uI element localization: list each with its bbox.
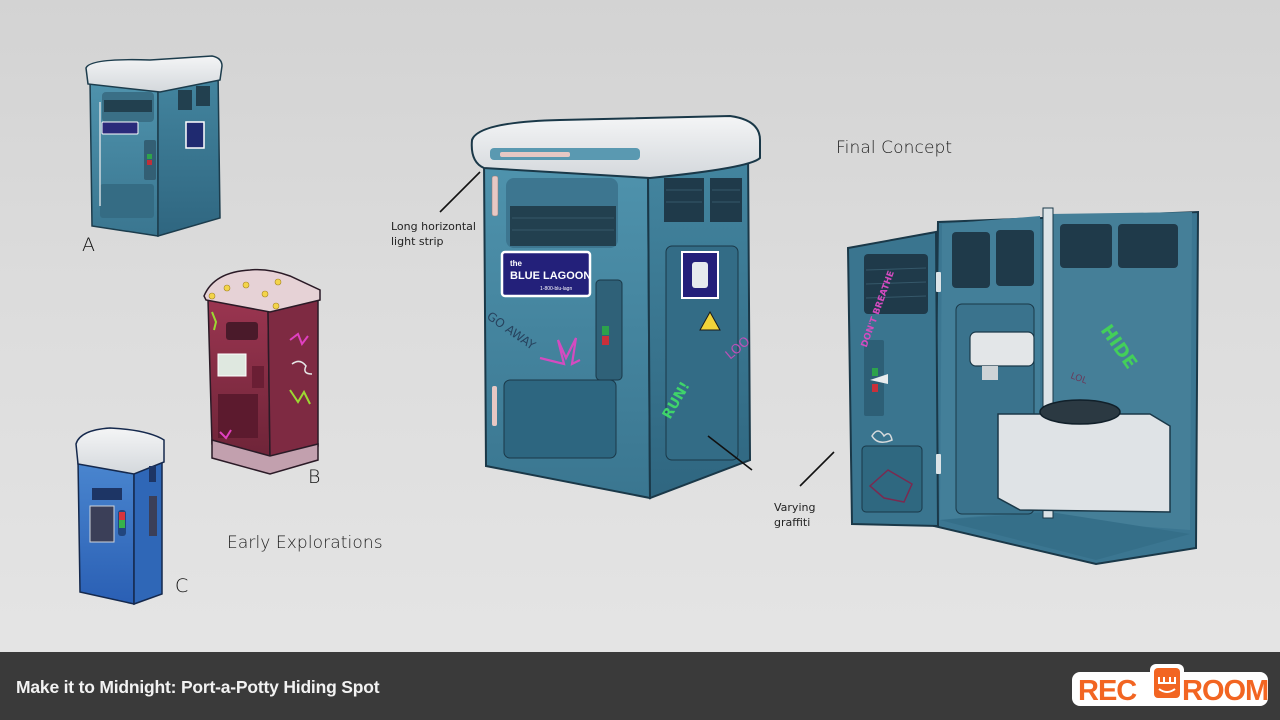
rec-room-logo: REC ROOM bbox=[1072, 664, 1268, 707]
final-open-unit-illustration: HIDE LOL DON'T BREATHE bbox=[846, 207, 1200, 566]
brand-sign-small: the bbox=[510, 259, 523, 268]
annotation-line-light-strip bbox=[439, 171, 481, 213]
annotation-light-strip: Long horizontal light strip bbox=[391, 219, 476, 249]
brand-sign-name: BLUE LAGOON bbox=[510, 270, 591, 282]
variant-a-illustration bbox=[85, 55, 223, 237]
slide-title: Make it to Midnight: Port-a-Potty Hiding… bbox=[16, 677, 380, 697]
variant-c-label: C bbox=[175, 575, 189, 597]
logo-text-rec: REC bbox=[1078, 675, 1137, 707]
annotation-line-2: graffiti bbox=[774, 516, 811, 529]
brand-sign-phone: 1-800-blu-lagn bbox=[540, 286, 572, 292]
variant-b-label: B bbox=[308, 466, 321, 488]
annotation-line-graffiti-right bbox=[799, 451, 835, 487]
annotation-line-2: light strip bbox=[391, 235, 444, 248]
concept-illustrations: the BLUE LAGOON 1-800-blu-lagn GO AWAY R… bbox=[75, 55, 1200, 606]
variant-c-illustration bbox=[75, 427, 165, 606]
annotation-line-1: Varying bbox=[774, 501, 816, 514]
annotation-varying-graffiti: Varying graffiti bbox=[774, 500, 815, 530]
variant-b-illustration bbox=[203, 268, 321, 475]
footer-bar: Make it to Midnight: Port-a-Potty Hiding… bbox=[0, 652, 1280, 720]
variant-a-label: A bbox=[82, 234, 95, 256]
early-explorations-title: Early Explorations bbox=[227, 533, 383, 553]
final-concept-title: Final Concept bbox=[836, 138, 953, 158]
annotation-line-graffiti-left bbox=[707, 435, 753, 471]
final-closed-unit-illustration: the BLUE LAGOON 1-800-blu-lagn GO AWAY R… bbox=[470, 114, 761, 500]
logo-text-room: ROOM bbox=[1182, 675, 1268, 707]
concept-art-canvas: the BLUE LAGOON 1-800-blu-lagn GO AWAY R… bbox=[75, 55, 1200, 606]
annotation-line-1: Long horizontal bbox=[391, 220, 476, 233]
